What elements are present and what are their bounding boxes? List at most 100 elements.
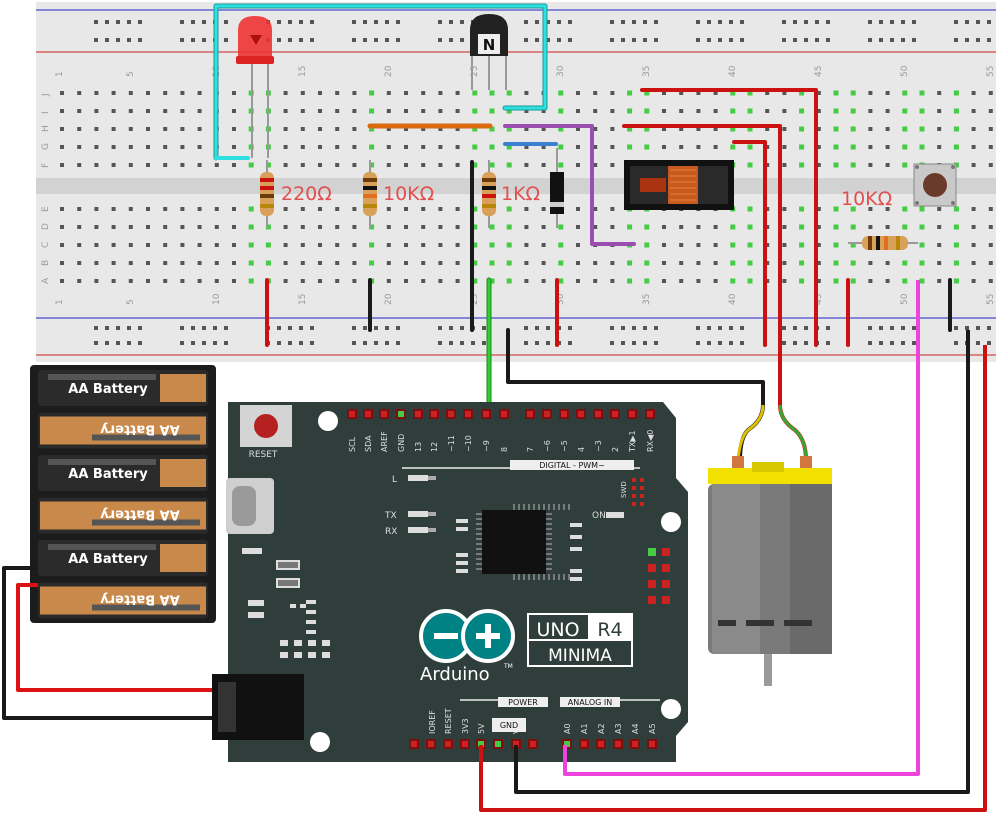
power-pin	[445, 741, 451, 747]
digital-pin	[448, 411, 454, 417]
tm-label: TM	[503, 663, 513, 670]
col-label-45-b: 45	[814, 294, 824, 305]
analog-pin-label: A2	[597, 723, 606, 734]
digital-banner: DIGITAL - PWM~	[539, 461, 605, 470]
power-gnd-box: GND	[500, 721, 518, 730]
col-label-20-b: 20	[384, 293, 394, 305]
analog-pin	[649, 741, 655, 747]
digital-pin-label: SCL	[348, 436, 357, 452]
dc-motor	[708, 404, 832, 686]
battery-cell: AA Battery	[38, 455, 208, 491]
digital-pin	[398, 411, 404, 417]
digital-pin-label: AREF	[380, 431, 389, 452]
digital-pin-label: 13	[414, 442, 423, 452]
resistor-10k-b	[848, 236, 918, 250]
col-label-35: 35	[642, 66, 652, 77]
analog-pin-label: A1	[580, 723, 589, 734]
resistor-10k-b-label: 10KΩ	[841, 188, 892, 210]
row-label-h: H	[41, 125, 51, 132]
row-label-b: B	[41, 260, 51, 266]
power-banner: POWER	[508, 698, 538, 707]
analog-pin	[564, 741, 570, 747]
transistor-marking: N	[483, 36, 496, 54]
breadboard-wires	[213, 3, 952, 425]
col-label-20: 20	[384, 65, 394, 77]
battery-label: AA Battery	[100, 592, 180, 607]
arduino-wires	[479, 280, 987, 812]
swd-label: SWD	[620, 481, 628, 498]
analog-pin	[615, 741, 621, 747]
col-label-45: 45	[814, 66, 824, 77]
battery-label: AA Battery	[68, 552, 148, 567]
analog-pin-label: A0	[563, 723, 572, 734]
analog-pin	[581, 741, 587, 747]
power-pin	[513, 741, 519, 747]
digital-pin-label: 12	[430, 442, 439, 452]
digital-pin-label: 2	[611, 447, 620, 452]
analog-pin-label: A4	[631, 723, 640, 734]
digital-pin-label: ~9	[482, 440, 491, 452]
red-led	[236, 16, 274, 158]
col-label-35-b: 35	[642, 294, 652, 305]
battery-label: AA Battery	[100, 507, 180, 522]
power-pin	[428, 741, 434, 747]
digital-pin	[578, 411, 584, 417]
col-label-10-b: 10	[212, 293, 222, 305]
power-pin	[462, 741, 468, 747]
power-pin-label: RESET	[444, 708, 453, 734]
analog-pin	[598, 741, 604, 747]
analog-pin	[632, 741, 638, 747]
digital-pin	[595, 411, 601, 417]
row-label-d: D	[41, 223, 51, 230]
digital-pin-label: ~10	[464, 435, 473, 452]
arduino-logo	[419, 609, 515, 663]
row-label-i: I	[41, 111, 51, 114]
digital-pin	[415, 411, 421, 417]
power-pin	[411, 741, 417, 747]
power-pin	[478, 741, 484, 747]
battery-cell: AA Battery	[38, 412, 208, 449]
digital-pin-label: GND	[397, 434, 406, 452]
analog-banner: ANALOG IN	[568, 698, 613, 707]
col-label-40-b: 40	[728, 293, 738, 305]
battery-cell: AA Battery	[38, 582, 208, 619]
diode	[550, 148, 564, 228]
resistor-1k-label: 1KΩ	[501, 183, 540, 205]
resistor-220-label: 220Ω	[281, 183, 332, 205]
battery-cell: AA Battery	[38, 540, 208, 576]
col-label-55: 55	[986, 66, 996, 77]
led-on-label: ON	[592, 511, 606, 521]
brand-label: Arduino	[420, 664, 490, 685]
led-l-label: L	[392, 475, 397, 485]
resistor-10k-a	[363, 160, 377, 228]
digital-pin-label: 8	[500, 447, 509, 452]
digital-pin	[527, 411, 533, 417]
battery-label: AA Battery	[68, 382, 148, 397]
col-label-25-b: 25	[470, 294, 480, 305]
digital-pin	[612, 411, 618, 417]
resistor-10k-a-label: 10KΩ	[383, 183, 434, 205]
digital-pin	[381, 411, 387, 417]
digital-pin-label: SDA	[364, 435, 373, 452]
battery-wires	[2, 566, 218, 720]
resistor-1k	[482, 160, 496, 228]
col-label-55-b: 55	[986, 294, 996, 305]
digital-pin-label: ~6	[543, 440, 552, 452]
row-label-j: J	[41, 93, 51, 97]
reset-label: RESET	[249, 450, 278, 460]
col-label-15: 15	[298, 66, 308, 77]
resistor-220	[260, 160, 274, 228]
battery-label: AA Battery	[100, 422, 180, 437]
battery-label: AA Battery	[68, 467, 148, 482]
col-label-5-b: 5	[126, 299, 136, 305]
row-label-a: A	[41, 277, 51, 284]
relay	[624, 160, 734, 210]
digital-pin	[349, 411, 355, 417]
digital-pin	[647, 411, 653, 417]
power-pin	[530, 741, 536, 747]
digital-pin	[561, 411, 567, 417]
power-pin-label: 5V	[477, 723, 486, 734]
battery-cell: AA Battery	[38, 370, 208, 406]
digital-pin-label: TX▶1	[628, 430, 637, 453]
